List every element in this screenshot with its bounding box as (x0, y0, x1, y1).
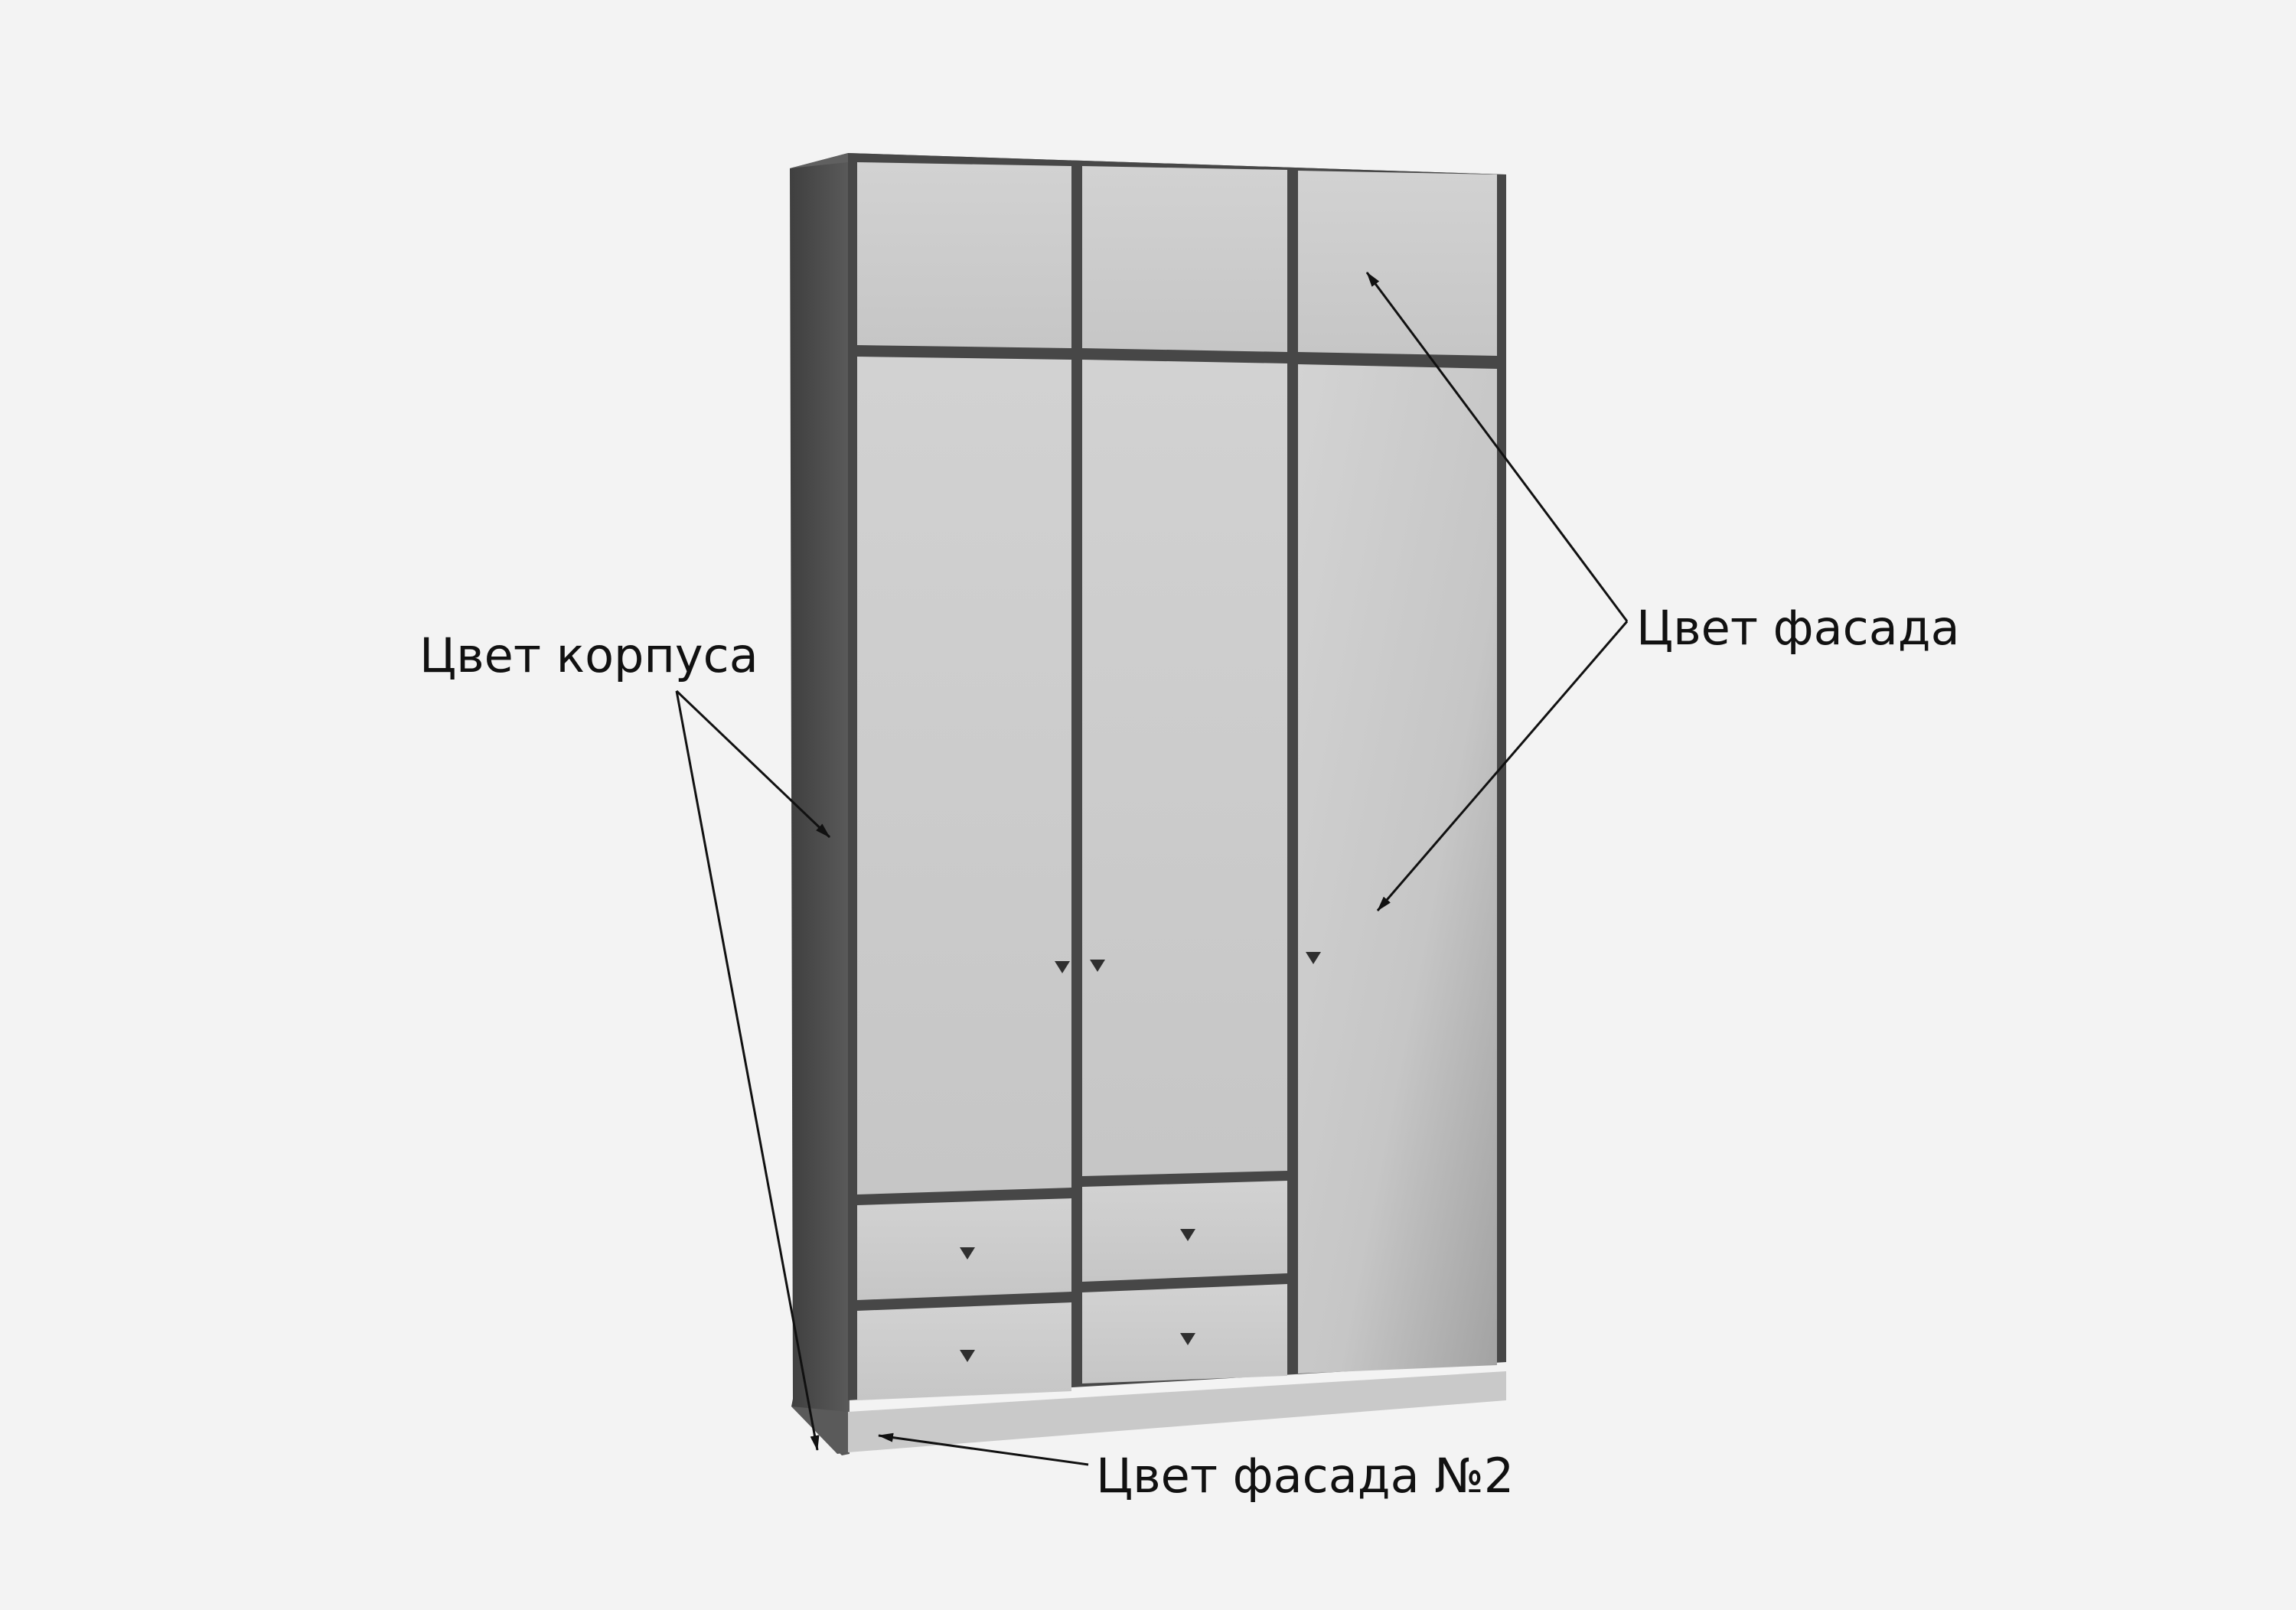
handle-icon (1180, 1229, 1195, 1241)
handle-icon (1306, 952, 1321, 964)
label-body-color: Цвет корпуса (419, 627, 758, 683)
handle-icon (960, 1350, 975, 1362)
handle-icon (1180, 1333, 1195, 1345)
door-right-mirror (1298, 364, 1497, 1374)
door-middle (1082, 360, 1287, 1176)
handle-icon (1090, 960, 1105, 972)
arrow-facade-2 (878, 1432, 1089, 1466)
label-front-color-2: Цвет фасада №2 (1096, 1448, 1515, 1504)
handle-icon (960, 1247, 975, 1260)
arrow-facade-top (1365, 272, 1629, 622)
handle-icon (1055, 961, 1070, 973)
door-left (857, 357, 1071, 1194)
top-compartment-2 (1082, 166, 1287, 352)
label-front-color: Цвет фасада (1636, 600, 1960, 656)
arrow-body-bottom (675, 690, 820, 1451)
plinth-front (848, 1371, 1506, 1452)
top-compartment-3 (1298, 171, 1497, 356)
cabinet-side-panel (790, 153, 850, 1455)
arrow-body-side (675, 689, 831, 839)
top-compartment-1 (857, 162, 1071, 348)
arrow-facade-door (1376, 621, 1629, 911)
plinth-side (791, 1406, 848, 1454)
